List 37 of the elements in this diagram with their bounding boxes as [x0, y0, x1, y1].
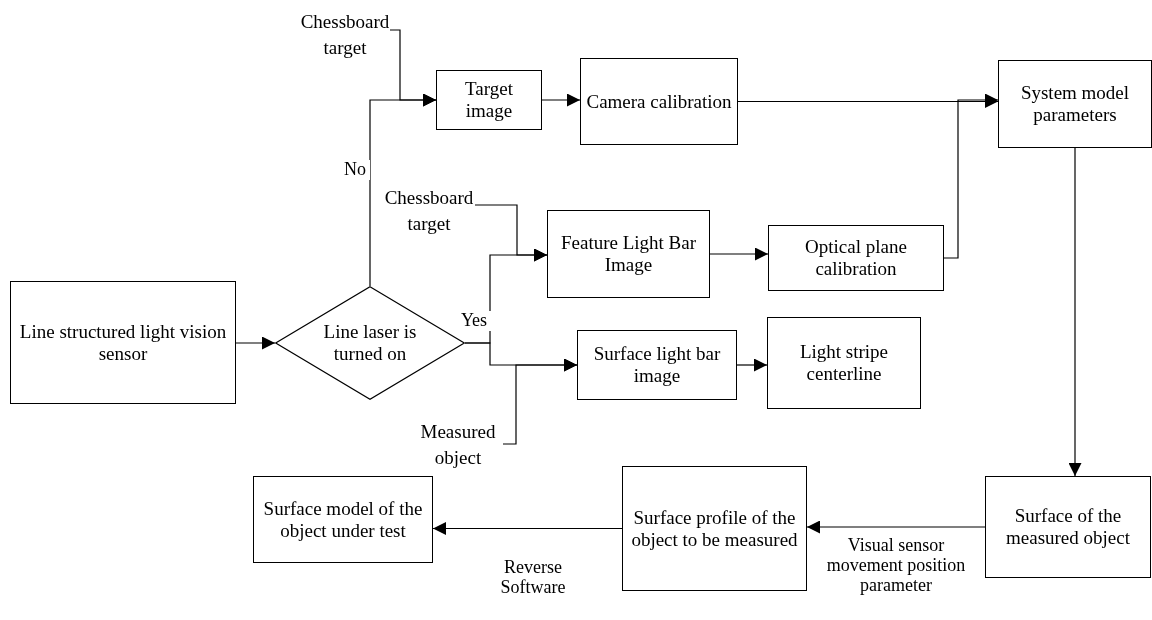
box-text: Optical plane calibration	[804, 236, 908, 280]
box-text: Surface of the measured object	[1005, 505, 1131, 549]
box-text: Surface light bar image	[592, 343, 722, 387]
box-text: Line structured light vision sensor	[18, 320, 228, 365]
input-label: Chessboard target	[383, 183, 475, 239]
process-box	[998, 60, 1152, 148]
decision-text: Line laser is turned on	[322, 321, 418, 365]
process-box	[768, 225, 944, 291]
process-box	[985, 476, 1151, 578]
process-box	[10, 281, 236, 404]
process-box	[436, 70, 542, 130]
box-text: Light stripe centerline	[798, 341, 890, 385]
box-text: Camera calibration	[585, 90, 733, 113]
arrow	[1068, 147, 1082, 477]
arrow	[736, 358, 768, 372]
arrow	[389, 29, 437, 107]
input-label: Measured object	[413, 418, 503, 472]
box-text: Surface model of the object under test	[262, 497, 424, 542]
process-box	[767, 317, 921, 409]
process-box	[622, 466, 807, 591]
arrow	[235, 336, 276, 350]
box-text: Surface profile of the object to be measured	[630, 506, 799, 551]
process-box	[580, 58, 738, 145]
arrow	[806, 520, 986, 534]
arrow	[474, 204, 548, 262]
box-text: Feature Light Bar Image	[559, 232, 698, 276]
process-box	[547, 210, 710, 298]
input-label: Chessboard target	[300, 8, 390, 62]
arrow	[709, 247, 769, 261]
process-box	[253, 476, 433, 563]
arrow	[541, 93, 581, 107]
box-text: System model parameters	[1019, 82, 1131, 126]
arrow	[943, 93, 999, 259]
arrow	[502, 358, 578, 445]
box-text: Target image	[464, 78, 514, 122]
arrow	[432, 522, 623, 535]
process-box	[577, 330, 737, 400]
